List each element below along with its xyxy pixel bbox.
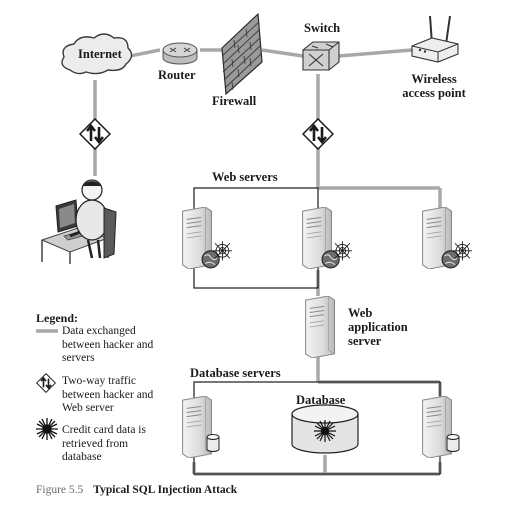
web-server-2-icon <box>302 207 352 269</box>
database-servers-label: Database servers <box>190 366 281 380</box>
legend-item-data-exchanged: Data exchanged between hacker and server… <box>62 325 154 364</box>
two-way-traffic-icon <box>302 118 334 150</box>
hacker-icon <box>40 179 117 264</box>
database-server-2-icon <box>422 396 460 458</box>
web-application-server-label: Web application server <box>348 306 408 348</box>
two-way-traffic-icon <box>79 118 111 150</box>
wireless-access-point-label: Wireless access point <box>402 72 466 100</box>
web-server-3-icon <box>422 207 472 269</box>
legend-item-two-way-traffic: Two-way traffic between hacker and Web s… <box>62 375 154 414</box>
firewall-icon <box>221 12 263 96</box>
wireless-access-point-icon <box>411 15 459 63</box>
figure-number: Figure 5.5 <box>36 484 84 496</box>
database-server-1-icon <box>182 396 220 458</box>
web-application-server-icon <box>305 296 336 358</box>
database-label: Database <box>296 393 346 407</box>
router-icon <box>162 42 198 65</box>
internet-cloud-icon <box>61 33 133 75</box>
web-servers-label: Web servers <box>212 170 278 184</box>
web-server-1-icon <box>182 207 232 269</box>
figure-title: Typical SQL Injection Attack <box>93 484 238 496</box>
credit-card-starburst-icon <box>314 420 336 442</box>
switch-label: Switch <box>304 21 341 35</box>
switch-icon <box>302 41 340 71</box>
legend-two-way-traffic-icon <box>36 373 56 393</box>
legend-title: Legend: <box>36 311 78 325</box>
database-icon <box>291 404 359 454</box>
internet-label: Internet <box>78 47 122 61</box>
figure-caption: Figure 5.5 Typical SQL Injection Attack <box>36 484 237 496</box>
legend-starburst-icon <box>36 418 58 440</box>
router-label: Router <box>158 68 196 82</box>
legend-item-credit-card: Credit card data is retrieved from datab… <box>62 424 146 463</box>
firewall-label: Firewall <box>212 94 257 108</box>
